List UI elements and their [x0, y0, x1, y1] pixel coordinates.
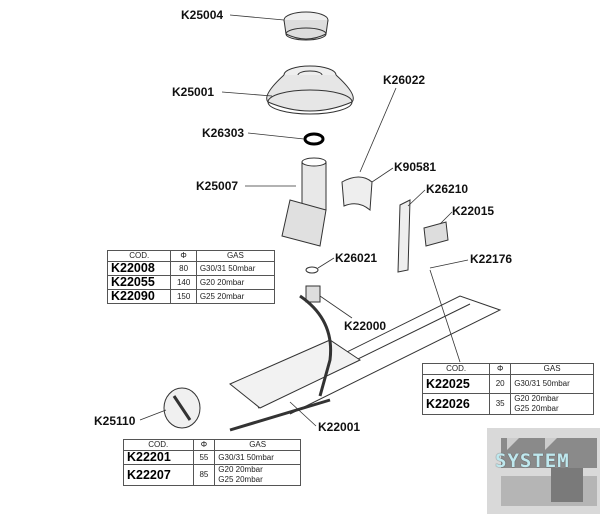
code: K22207	[123, 464, 194, 486]
header-gas: GAS	[195, 250, 276, 262]
burner-head	[266, 65, 354, 115]
label-k25007: K25007	[196, 179, 239, 193]
header-cod: COD.	[421, 363, 491, 375]
gas: G30/31 50mbar	[195, 261, 276, 276]
label-k90581: K90581	[394, 160, 437, 174]
header-gas: GAS	[214, 439, 301, 451]
phi: 55	[192, 450, 216, 465]
phi: 35	[489, 393, 512, 415]
valve	[423, 221, 449, 247]
gas-line: G20 20mbar	[218, 465, 263, 474]
label-k25110: K25110	[94, 414, 136, 428]
label-k25001: K25001	[172, 85, 215, 99]
header-phi: Φ	[192, 439, 216, 451]
venturi-tube	[281, 157, 327, 247]
label-k22001: K22001	[318, 420, 361, 434]
label-k22176: K22176	[470, 252, 513, 266]
system-logo: SYSTEM	[487, 428, 600, 514]
label-k26021: K26021	[335, 251, 378, 265]
code: K22090	[106, 289, 172, 304]
logo-text: SYSTEM	[495, 450, 570, 472]
leader-lines	[139, 14, 469, 427]
code: K22026	[421, 393, 491, 415]
injector	[305, 285, 321, 303]
label-k22000: K22000	[344, 319, 387, 333]
label-k22015: K22015	[452, 204, 495, 218]
gas: G30/31 50mbar	[214, 450, 301, 465]
control-knob	[163, 387, 201, 429]
bracket	[397, 199, 411, 273]
phi: 150	[170, 289, 197, 304]
shield	[341, 176, 373, 212]
label-k26210: K26210	[426, 182, 469, 196]
phi: 85	[192, 464, 216, 486]
gas-line: G25 20mbar	[218, 475, 263, 484]
code: K22025	[421, 374, 491, 394]
gas-line: G25 20mbar	[514, 404, 559, 413]
gas: G20 20mbar	[195, 275, 276, 290]
phi: 20	[489, 374, 512, 394]
burner-cap	[283, 11, 329, 41]
header-phi: Φ	[170, 250, 197, 262]
label-k25004: K25004	[181, 8, 224, 22]
label-k26022: K26022	[383, 73, 426, 87]
frame	[229, 294, 502, 432]
label-k26303: K26303	[202, 126, 245, 140]
phi: 80	[170, 261, 197, 276]
header-cod: COD.	[106, 250, 172, 262]
nut	[305, 266, 319, 274]
gas-line: G20 20mbar	[514, 394, 559, 403]
code: K22201	[123, 450, 194, 465]
logo-shape	[501, 438, 597, 506]
code: K22008	[106, 261, 172, 276]
gas: G25 20mbar	[195, 289, 276, 304]
code: K22055	[106, 275, 172, 290]
header-cod: COD.	[123, 439, 194, 451]
o-ring	[303, 132, 325, 146]
header-phi: Φ	[489, 363, 512, 375]
phi: 140	[170, 275, 197, 290]
gas: G30/31 50mbar	[510, 374, 594, 394]
header-gas: GAS	[510, 363, 594, 375]
